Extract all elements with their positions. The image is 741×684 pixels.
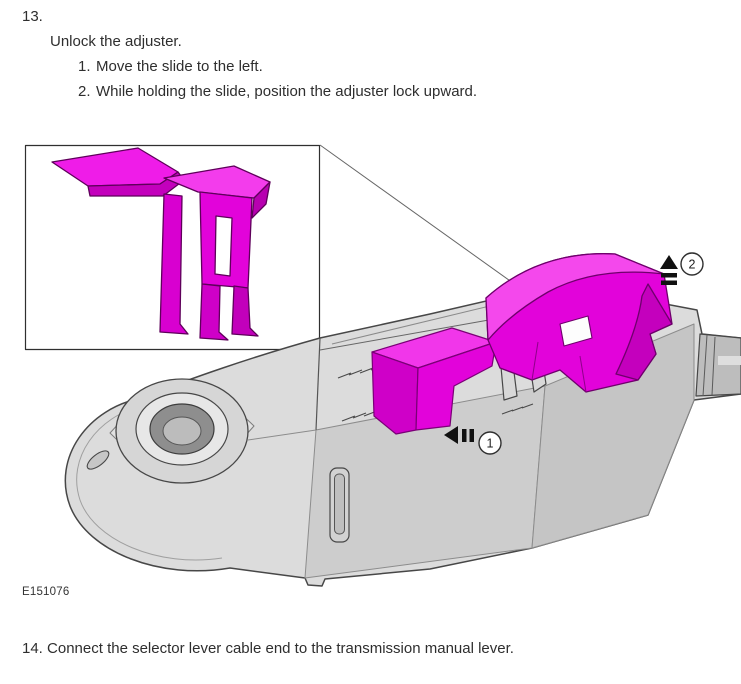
direction-arrow-up-icon: [660, 255, 678, 285]
substep-2: 2. While holding the slide, position the …: [78, 83, 477, 102]
inset-detail-box: [24, 144, 321, 351]
arm-edge: [247, 429, 317, 441]
step-13-number: 13.: [22, 8, 43, 25]
step-14-text: Connect the selector lever cable end to …: [47, 640, 514, 657]
slide: [371, 327, 497, 435]
adjuster-lock-right-face: [615, 283, 673, 381]
leader-line-bottom: [319, 317, 501, 351]
figure-illustration: 1 2: [24, 144, 741, 587]
callout-2-label: 2: [689, 258, 696, 272]
step-14: 14. Connect the selector lever cable end…: [22, 640, 514, 659]
callout-2-circle: [680, 252, 704, 276]
adjuster-lock: [485, 253, 673, 393]
substep-2-text: While holding the slide, position the ad…: [96, 83, 478, 100]
leader-line-top: [319, 144, 521, 289]
figure-id-label: E151076: [22, 586, 70, 598]
inset-right-leg: [231, 285, 259, 337]
callout-1-circle: [478, 431, 502, 455]
inset-hook-side: [251, 181, 271, 219]
callouts: 1 2: [444, 252, 704, 455]
adjuster-lock-top-band: [485, 253, 665, 341]
substep-1: 1. Move the slide to the left.: [78, 58, 263, 77]
inset-white-slot: [214, 215, 233, 277]
slide-left-face: [371, 351, 419, 435]
leader-lines: [319, 144, 521, 351]
lobe-rim-line: [76, 405, 223, 561]
lobe-slot: [86, 450, 110, 470]
cable-highlight: [718, 356, 741, 365]
adjuster-lock-step-lines: [531, 341, 587, 393]
inset-left-strip: [159, 193, 189, 335]
boss-floor: [162, 416, 202, 446]
cable-fitting-rings: [702, 334, 716, 397]
front-slot-inner: [334, 473, 345, 535]
adjuster-lock-white-slot: [559, 315, 593, 347]
platform-edge: [315, 337, 321, 431]
callout-1-label: 1: [487, 437, 494, 451]
inset-adjuster-lock-detail: [51, 147, 271, 341]
step-14-number: 14.: [22, 640, 43, 657]
clevis-teeth: [501, 403, 534, 415]
direction-arrow-left-icon: [444, 426, 474, 444]
step-13-instruction: Unlock the adjuster.: [50, 33, 182, 50]
substep-1-number: 1.: [78, 58, 91, 75]
inset-left-leg: [199, 283, 229, 341]
substep-1-text: Move the slide to the left.: [96, 58, 263, 75]
substep-2-number: 2.: [78, 83, 91, 100]
